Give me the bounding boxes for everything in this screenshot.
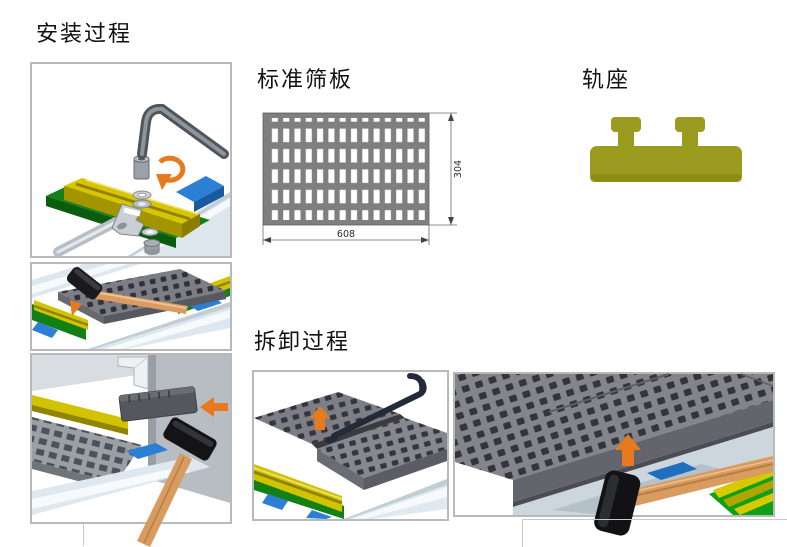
- panel-outline: [262, 112, 430, 226]
- rubber-mallet: [66, 267, 188, 314]
- lower-washers-nut: [141, 228, 161, 255]
- table-border-stub-right: [522, 519, 787, 547]
- dimension-height: [429, 112, 457, 226]
- front-panel: [317, 418, 447, 490]
- support-beam: [32, 457, 210, 515]
- drive-block: [118, 386, 198, 422]
- standard-panel-label: 标准筛板: [257, 68, 354, 93]
- page-title: 安装过程: [36, 22, 133, 47]
- rail-seat-shape: [590, 117, 742, 182]
- install-step2-figure: [30, 262, 232, 351]
- adjustable-wrench: [53, 203, 145, 257]
- rail-assembly: [253, 464, 344, 519]
- clamp-blue: [126, 443, 168, 459]
- install-step1-figure: [30, 62, 232, 258]
- screen-panel: [58, 269, 226, 324]
- install-step3-figure: [30, 353, 232, 547]
- dimension-width: [262, 225, 430, 245]
- rail-seat-label: 轨座: [582, 68, 631, 93]
- clamp-blue: [176, 176, 224, 212]
- angle-bracket: [117, 356, 149, 390]
- hex-key: [137, 103, 229, 159]
- left-arrow-icon: [200, 397, 228, 417]
- width-dim-value: 608: [337, 229, 355, 240]
- rail-seat-profile: [582, 108, 750, 188]
- removal-step1-figure: [252, 370, 449, 521]
- standard-panel-drawing: 304 608: [258, 105, 464, 250]
- sledgehammer: [137, 417, 217, 547]
- lifted-panel-edge: [513, 400, 773, 507]
- socket-bolt: [133, 155, 150, 180]
- removal-step2-figure: [453, 372, 775, 536]
- height-dim-value: 304: [453, 160, 463, 178]
- removal-label: 拆卸过程: [254, 330, 351, 355]
- down-arrow-icon: [70, 300, 82, 316]
- crowbar: [325, 373, 427, 443]
- up-arrow-icon: [310, 406, 330, 430]
- up-arrow-icon: [615, 434, 641, 466]
- yellow-rail: [32, 395, 128, 435]
- table-border-stub-left: [83, 524, 86, 546]
- panel-surface: [455, 373, 774, 480]
- left-rail: [32, 300, 89, 340]
- washers: [132, 190, 152, 209]
- clamp-blue: [647, 462, 697, 480]
- rotation-arrow-icon: [156, 155, 186, 190]
- support-beam: [344, 479, 447, 519]
